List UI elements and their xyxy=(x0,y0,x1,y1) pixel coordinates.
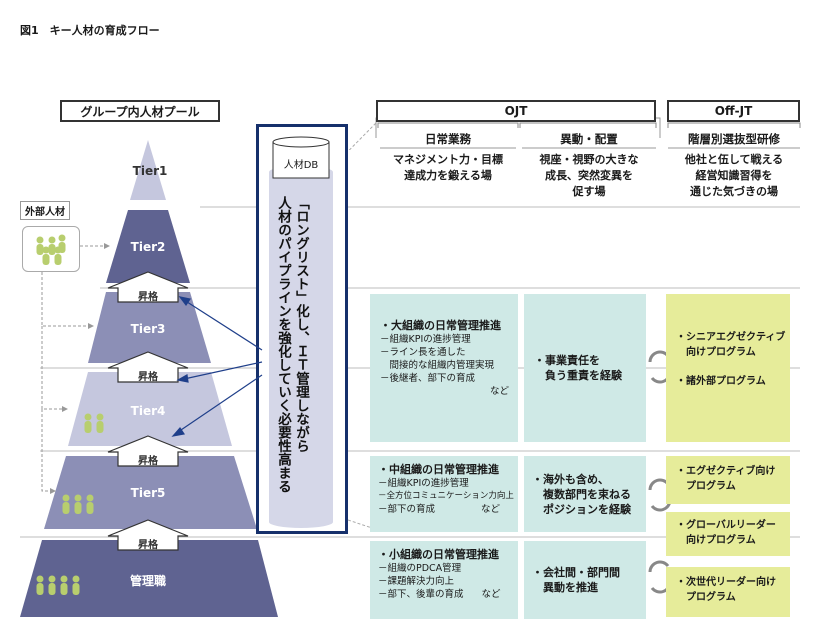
tier1-label: Tier1 xyxy=(132,164,168,178)
daily-box-small: ・小組織の日常管理推進 －組織のPDCA管理 －課題解決力向上 －部下、後輩の育… xyxy=(370,541,518,619)
db-label: 人材DB xyxy=(283,160,319,171)
people-icon-manager xyxy=(36,575,80,595)
promotion-arrow-3 xyxy=(107,435,189,467)
program-box-global: ・グローバルリーダー 向けプログラム xyxy=(666,512,790,556)
subheader-daily: 日常業務 xyxy=(425,132,471,146)
transfer-box-large: ・事業責任を 負う重責を経験 xyxy=(524,294,646,442)
pipeline-message-line2: 人材のパイプラインを強化していく必要性高まる xyxy=(275,196,291,493)
tier1-shape xyxy=(130,140,166,200)
daily-line: －部下、後輩の育成 xyxy=(378,589,464,600)
promotion-arrow-2 xyxy=(107,351,189,383)
program-item: ・シニアエグゼクティブ 向けプログラム xyxy=(676,332,786,358)
promotion-label-4: 昇格 xyxy=(138,540,158,551)
program-item: ・次世代リーダー向け プログラム xyxy=(676,577,776,603)
header-pool: グループ内人材プール xyxy=(60,100,220,122)
daily-line: －課題解決力向上 xyxy=(378,576,455,587)
tier2-label: Tier2 xyxy=(130,240,166,254)
tier4-label: Tier4 xyxy=(130,404,166,418)
daily-line: －組織KPIの進捗管理 xyxy=(380,334,471,345)
transfer-box-small: ・会社間・部門間 異動を推進 xyxy=(524,541,646,619)
people-icon-tier5 xyxy=(62,494,94,514)
program-box-nextgen: ・次世代リーダー向け プログラム xyxy=(666,567,790,617)
tier5-shape xyxy=(44,456,257,529)
pipeline-message-line1: 「ロングリスト」化し、ＩＴ管理しながら xyxy=(293,196,309,453)
daily-title-medium: ・中組織の日常管理推進 xyxy=(378,463,499,476)
header-ojt: OJT xyxy=(376,100,656,122)
program-item: ・諸外部プログラム xyxy=(676,376,766,387)
daily-line: －ライン長を通した xyxy=(380,347,466,358)
header-brackets xyxy=(348,122,801,150)
program-item: ・グローバルリーダー 向けプログラム xyxy=(676,520,776,546)
tier2-shape xyxy=(106,210,190,283)
manager-label: 管理職 xyxy=(129,574,166,588)
program-box-senior: ・シニアエグゼクティブ 向けプログラム ・諸外部プログラム xyxy=(666,294,790,442)
daily-tail: など xyxy=(481,589,501,600)
daily-line: －全方位コミュニケーション力向上 xyxy=(378,491,514,501)
daily-line: －組織のPDCA管理 xyxy=(378,563,462,574)
header-offjt: Off-JT xyxy=(667,100,800,122)
program-item: ・エグゼクティブ向け プログラム xyxy=(676,466,776,492)
promotion-label-1: 昇格 xyxy=(138,292,158,303)
daily-line: －組織KPIの進捗管理 xyxy=(378,478,469,489)
daily-line: 間接的な組織内管理実現 xyxy=(380,360,495,371)
daily-title-small: ・小組織の日常管理推進 xyxy=(378,548,499,561)
manager-shape xyxy=(20,540,278,617)
pipeline-message: 「ロングリスト」化し、ＩＴ管理しながら 人材のパイプラインを強化していく必要性高… xyxy=(274,196,310,516)
daily-line: －部下の育成 xyxy=(378,504,436,515)
daily-tail: など xyxy=(481,504,501,515)
subheader-underlines xyxy=(380,147,800,149)
subheader-transfer: 異動・配置 xyxy=(560,132,618,146)
external-label: 外部人材 xyxy=(20,201,70,220)
desc-transfer: 視座・視野の大きな 成長、突然変異を 促す場 xyxy=(539,153,639,198)
program-box-executive: ・エグゼクティブ向け プログラム xyxy=(666,456,790,504)
daily-tail: など xyxy=(490,386,510,397)
promotion-arrow-1 xyxy=(107,271,189,303)
subheader-training: 階層別選抜型研修 xyxy=(688,132,780,146)
transfer-text: ・海外も含め、 複数部門を束ねる ポジションを経験 xyxy=(532,472,631,516)
daily-line: －後継者、部下の育成 xyxy=(380,373,476,384)
external-talent-box xyxy=(22,226,80,272)
desc-training: 他社と伍して戦える 経営知識習得を 通じた気づきの場 xyxy=(684,153,784,198)
promotion-label-3: 昇格 xyxy=(138,456,158,467)
daily-title-large: ・大組織の日常管理推進 xyxy=(380,319,501,332)
tier5-label: Tier5 xyxy=(130,486,166,500)
figure-title: 図1 キー人材の育成フロー xyxy=(20,24,160,37)
transfer-text: ・会社間・部門間 異動を推進 xyxy=(532,566,620,594)
promotion-arrow-4 xyxy=(107,519,189,551)
tier3-label: Tier3 xyxy=(130,322,166,336)
transfer-text: ・事業責任を 負う重責を経験 xyxy=(534,354,622,382)
tier4-shape xyxy=(68,372,232,446)
transfer-box-medium: ・海外も含め、 複数部門を束ねる ポジションを経験 xyxy=(524,456,646,532)
desc-daily: マネジメント力・目標 達成力を鍛える場 xyxy=(393,153,503,182)
daily-box-large: ・大組織の日常管理推進 －組織KPIの進捗管理 －ライン長を通した 間接的な組織… xyxy=(370,294,518,442)
tier3-shape xyxy=(88,292,211,363)
people-icon-tier4 xyxy=(84,413,104,433)
daily-box-medium: ・中組織の日常管理推進 －組織KPIの進捗管理 －全方位コミュニケーション力向上… xyxy=(370,456,518,532)
promotion-label-2: 昇格 xyxy=(138,372,158,383)
